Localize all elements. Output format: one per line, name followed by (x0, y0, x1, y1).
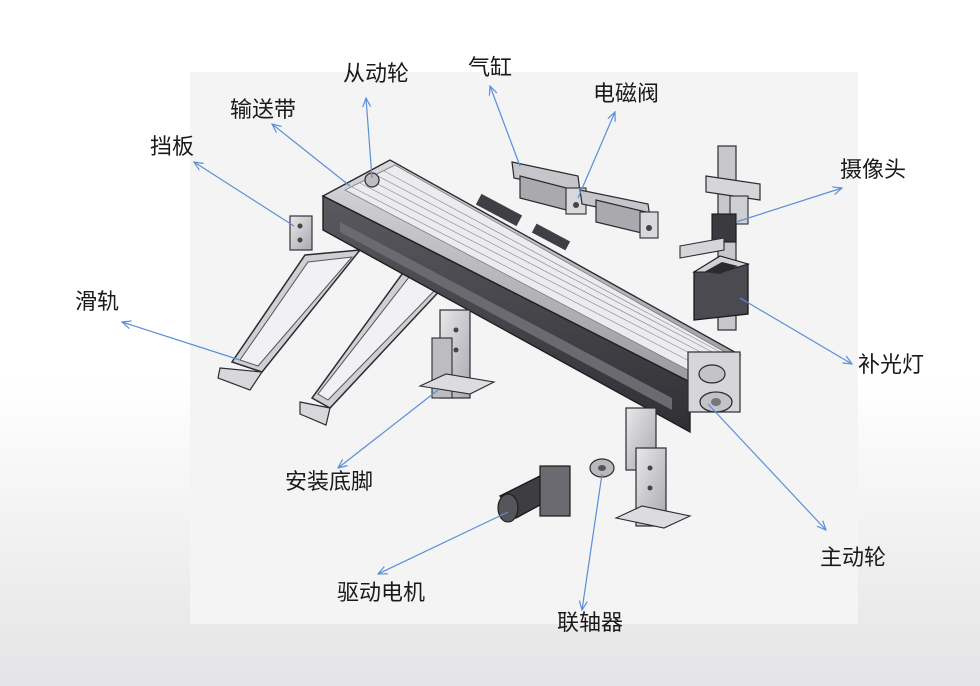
label-drive-wheel: 主动轮 (820, 546, 887, 571)
cylinder-assembly (511, 161, 659, 239)
arrow-coupling (582, 473, 603, 610)
label-baffle: 挡板 (150, 135, 195, 160)
label-slide-rail: 滑轨 (75, 290, 120, 315)
label-driven-wheel: 从动轮 (343, 62, 410, 87)
arrow-baffle (194, 162, 295, 227)
label-camera: 摄像头 (840, 158, 907, 183)
label-coupling: 联轴器 (557, 611, 624, 636)
arrow-slide-rail (122, 322, 241, 361)
arrow-drive-motor (378, 511, 509, 574)
arrow-conveyor-belt (272, 124, 351, 187)
motor-assembly (497, 458, 615, 523)
arrow-drive-wheel (707, 403, 826, 530)
label-conveyor-belt: 输送带 (230, 98, 297, 123)
pointer-arrows (122, 86, 852, 610)
label-cylinder: 气缸 (468, 56, 513, 81)
camera-stand (679, 145, 761, 331)
arrow-mounting-feet (338, 389, 439, 468)
arrow-solenoid-valve (577, 112, 615, 199)
arrow-cylinder (490, 86, 521, 167)
mounting-feet (418, 309, 692, 529)
label-mounting-feet: 安装底脚 (285, 470, 374, 495)
conveyor-beam (321, 159, 742, 434)
arrow-camera (735, 188, 842, 223)
label-solenoid-valve: 电磁阀 (593, 82, 660, 107)
arrow-fill-light (739, 297, 852, 364)
label-fill-light: 补光灯 (858, 353, 925, 378)
label-drive-motor: 驱动电机 (337, 581, 426, 606)
arrow-driven-wheel (366, 98, 373, 179)
